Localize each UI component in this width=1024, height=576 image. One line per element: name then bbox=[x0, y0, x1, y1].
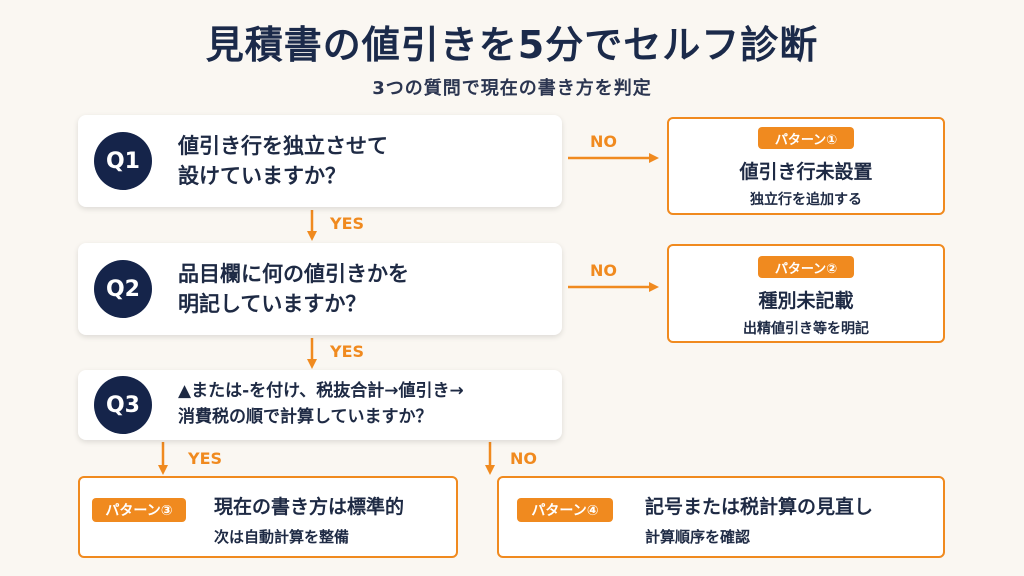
page-title: 見積書の値引きを5分でセルフ診断 bbox=[205, 23, 819, 67]
pattern-title-4: 記号または税計算の見直し bbox=[645, 496, 874, 518]
label-q2-yes: YES bbox=[330, 342, 365, 361]
label-q3-yes: YES bbox=[188, 449, 223, 468]
label-q1-no: NO bbox=[590, 132, 617, 151]
pattern-box-1: パターン① 値引き行未設置 独立行を追加する bbox=[667, 117, 945, 215]
question-badge-q2: Q2 bbox=[94, 260, 152, 318]
pattern-title-2: 種別未記載 bbox=[758, 290, 854, 312]
pattern-badge-3: パターン③ bbox=[92, 498, 186, 522]
question-badge-q3: Q3 bbox=[94, 376, 152, 434]
pattern-box-4: パターン④ 記号または税計算の見直し 計算順序を確認 bbox=[497, 476, 945, 558]
question-box-q1: Q1 値引き行を独立させて 設けていますか？ bbox=[78, 115, 562, 207]
question-text-q1: 値引き行を独立させて 設けていますか？ bbox=[178, 134, 388, 188]
pattern-sub-2: 出精値引き等を明記 bbox=[743, 321, 869, 337]
label-q3-no: NO bbox=[510, 449, 537, 468]
pattern-title-3: 現在の書き方は標準的 bbox=[214, 496, 405, 518]
question-text-q3: ▲または-を付け、税抜合計→値引き→ 消費税の順で計算していますか？ bbox=[178, 381, 464, 427]
pattern-title-1: 値引き行未設置 bbox=[739, 161, 873, 183]
pattern-badge-1: パターン① bbox=[758, 127, 854, 149]
pattern-sub-3: 次は自動計算を整備 bbox=[214, 528, 350, 546]
label-q2-no: NO bbox=[590, 261, 617, 280]
pattern-sub-4: 計算順序を確認 bbox=[645, 528, 751, 546]
question-badge-q1: Q1 bbox=[94, 132, 152, 190]
question-text-q2: 品目欄に何の値引きかを 明記していますか？ bbox=[178, 262, 409, 316]
pattern-badge-2: パターン② bbox=[758, 256, 854, 278]
question-box-q2: Q2 品目欄に何の値引きかを 明記していますか？ bbox=[78, 243, 562, 335]
pattern-badge-4: パターン④ bbox=[517, 498, 613, 522]
page-subtitle: 3つの質問で現在の書き方を判定 bbox=[372, 78, 652, 99]
pattern-box-3: パターン③ 現在の書き方は標準的 次は自動計算を整備 bbox=[78, 476, 458, 558]
pattern-sub-1: 独立行を追加する bbox=[750, 192, 862, 208]
label-q1-yes: YES bbox=[330, 214, 365, 233]
pattern-box-2: パターン② 種別未記載 出精値引き等を明記 bbox=[667, 244, 945, 343]
question-box-q3: Q3 ▲または-を付け、税抜合計→値引き→ 消費税の順で計算していますか？ bbox=[78, 370, 562, 440]
